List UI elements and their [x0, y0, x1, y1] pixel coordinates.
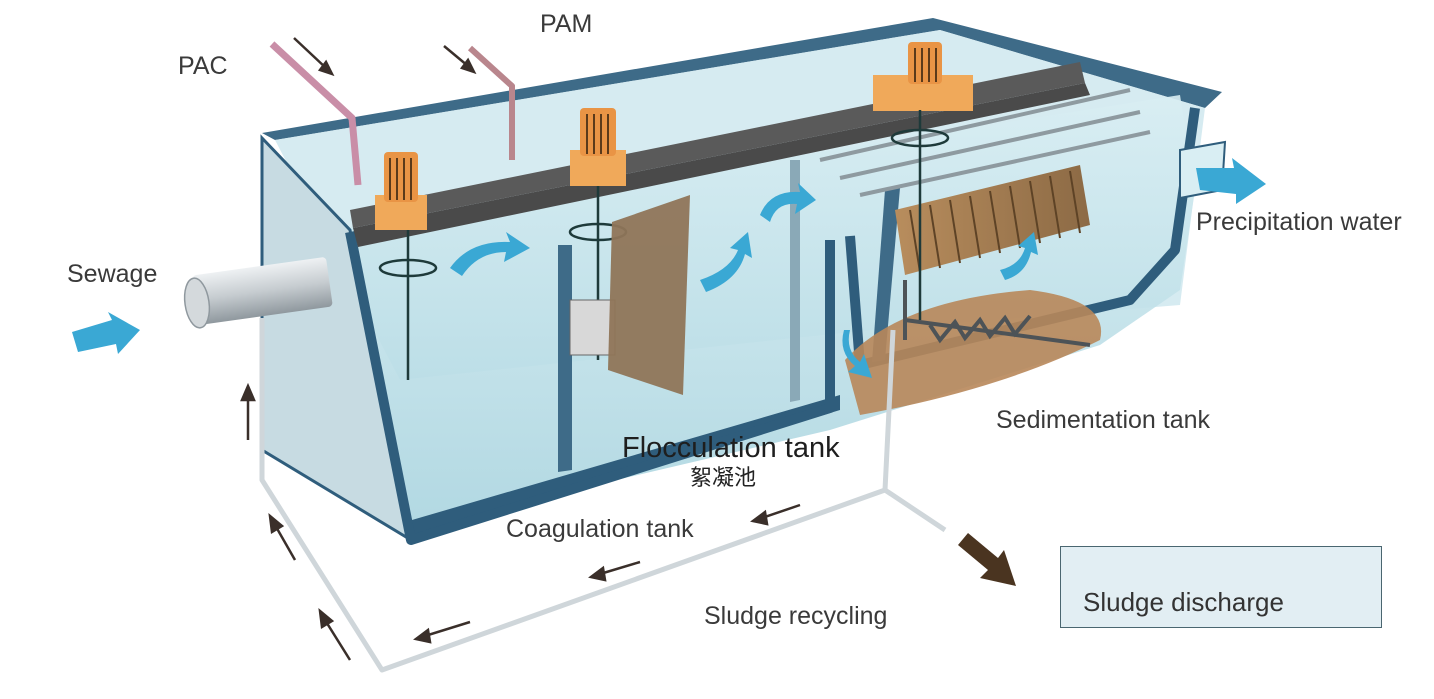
- pac-dosing-pipe: [269, 41, 362, 186]
- motor-2: [570, 108, 626, 186]
- sedimentation-tank-label: Sedimentation tank: [996, 406, 1211, 434]
- pac-label: PAC: [178, 52, 228, 80]
- baffle-plate: [608, 195, 690, 395]
- divider-1: [558, 245, 572, 472]
- sed-tank-outline: [845, 107, 1200, 370]
- flow-arrow-4: [1000, 232, 1038, 280]
- precipitation-water-label: Precipitation water: [1196, 208, 1402, 236]
- coagulation-tank-label: Coagulation tank: [506, 515, 694, 543]
- divider-2: [790, 160, 800, 402]
- flow-arrows: [450, 183, 1038, 378]
- inlet-pipe: [183, 257, 333, 329]
- top-beam: [353, 83, 1090, 247]
- pam-dosing-pipe: [467, 45, 515, 160]
- flow-arrow-2: [700, 232, 752, 292]
- dosing-arrows: [293, 37, 477, 77]
- sludge-recycling-label: Sludge recycling: [704, 602, 888, 630]
- arrow-right-icon: [72, 158, 1266, 354]
- sludge-scraper: [903, 280, 1091, 347]
- sludge-recycle-line: [259, 318, 947, 673]
- inclined-plates: [819, 88, 1151, 275]
- motor-3: [873, 42, 973, 111]
- front-outline: [345, 231, 835, 545]
- flow-arrow-1: [450, 232, 530, 276]
- sewage-label: Sewage: [67, 260, 158, 288]
- flocculation-tank-label: Flocculation tank: [622, 432, 840, 464]
- precipitation-outlet-arrow: [1196, 158, 1266, 204]
- arrow-down-right-icon: [958, 533, 1016, 586]
- pam-label: PAM: [540, 10, 593, 38]
- sludge-discharge-box: Sludge discharge: [1060, 546, 1382, 628]
- flocculation-tank-cn-label: 絮凝池: [690, 466, 757, 491]
- flow-arrow-3: [760, 183, 816, 222]
- motor-1: [375, 152, 427, 230]
- recycle-arrows: [240, 382, 801, 661]
- flow-arrow-5: [842, 330, 872, 378]
- sludge-discharge-label: Sludge discharge: [1083, 587, 1284, 617]
- flocculator: [569, 195, 690, 395]
- plate-pack: [895, 165, 1090, 275]
- divider-3: [872, 188, 900, 362]
- top-beam-assembly: [350, 42, 1090, 247]
- sewage-inlet-arrow: [72, 312, 140, 354]
